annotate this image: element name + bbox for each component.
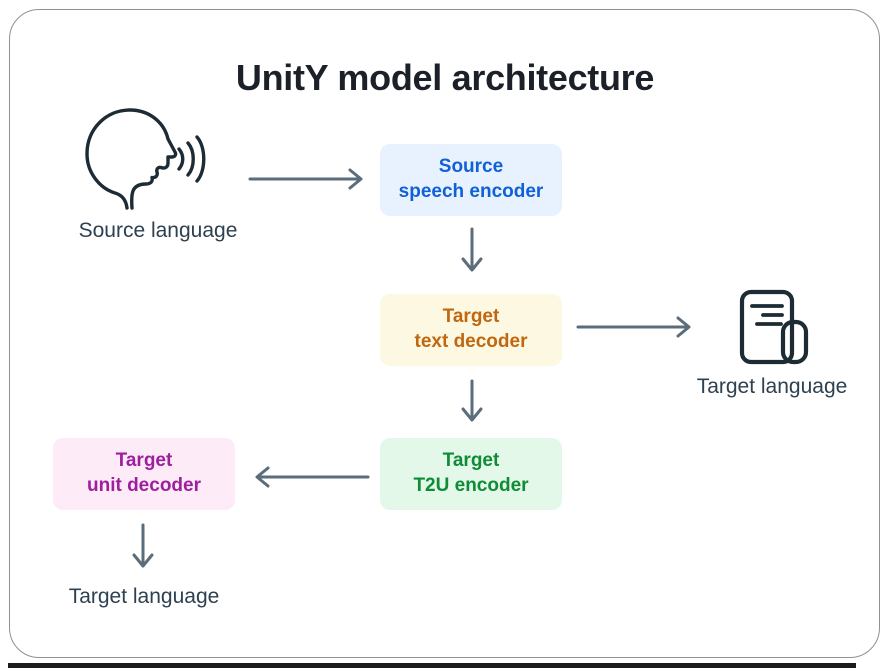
source-language-label: Source language — [78, 219, 238, 242]
node-source-speech-encoder: Source speech encoder — [380, 144, 562, 216]
node-label: Source speech encoder — [398, 156, 544, 202]
arrow-text-decoder-to-target-language — [576, 316, 691, 338]
node-target-unit-decoder: Target unit decoder — [53, 438, 235, 510]
arrow-text-decoder-to-t2u-encoder — [461, 379, 483, 422]
node-target-t2u-encoder: Target T2U encoder — [380, 438, 562, 510]
node-target-text-decoder: Target text decoder — [380, 294, 562, 366]
diagram-title: UnitY model architecture — [235, 57, 655, 99]
arrow-speech-encoder-to-text-decoder — [461, 227, 483, 272]
arrow-t2u-encoder-to-unit-decoder — [255, 466, 370, 488]
arrow-source-to-speech-encoder — [248, 168, 363, 190]
speaking-head-icon — [85, 108, 206, 210]
node-label: Target unit decoder — [86, 450, 201, 496]
node-label: Target T2U encoder — [413, 450, 529, 496]
document-icon — [739, 289, 809, 365]
bottom-progress-bar — [8, 663, 856, 668]
target-language-text-label: Target language — [696, 375, 848, 398]
target-language-speech-label: Target language — [68, 585, 220, 608]
arrow-unit-decoder-to-target-language — [132, 523, 154, 568]
node-label: Target text decoder — [414, 306, 528, 352]
